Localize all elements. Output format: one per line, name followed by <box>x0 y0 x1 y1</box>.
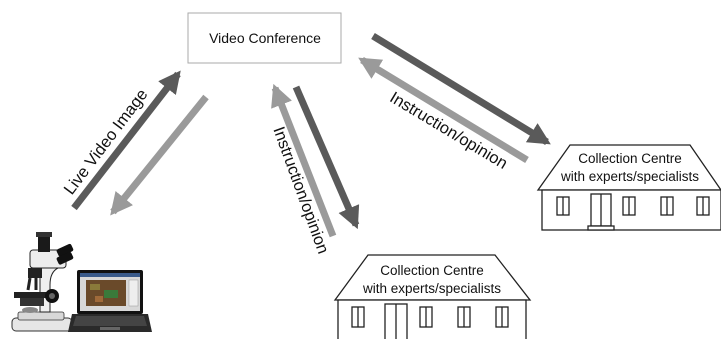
video-conference-box <box>187 12 342 64</box>
video-conference-label: Video Conference <box>209 30 321 46</box>
building-icon <box>536 144 721 231</box>
right-instruction-label: Instruction/opinion <box>387 89 511 173</box>
bottom-centre-line2: with experts/specialists <box>362 281 501 296</box>
middle-instruction-arrows: Instruction/opinion <box>269 83 360 256</box>
building-icon <box>333 254 532 339</box>
live-video-arrow-down <box>110 94 209 216</box>
video-conference-node: Video Conference <box>187 12 342 64</box>
collection-centre-right: Collection Centre with experts/specialis… <box>536 144 721 231</box>
bottom-centre-line1: Collection Centre <box>380 263 484 278</box>
right-centre-line1: Collection Centre <box>578 151 682 166</box>
right-arrow-down <box>371 33 551 145</box>
middle-arrow-up <box>271 83 337 238</box>
right-centre-line2: with experts/specialists <box>560 169 699 184</box>
right-instruction-arrows: Instruction/opinion <box>358 33 551 173</box>
middle-arrow-down <box>292 85 360 230</box>
right-arrow-up <box>358 57 529 163</box>
live-video-arrow-up <box>71 70 181 211</box>
microscope-icon <box>11 232 74 332</box>
collection-centre-bottom: Collection Centre with experts/specialis… <box>333 254 532 339</box>
laptop-icon <box>68 270 152 332</box>
live-video-arrows: Live Video Image <box>61 70 209 216</box>
